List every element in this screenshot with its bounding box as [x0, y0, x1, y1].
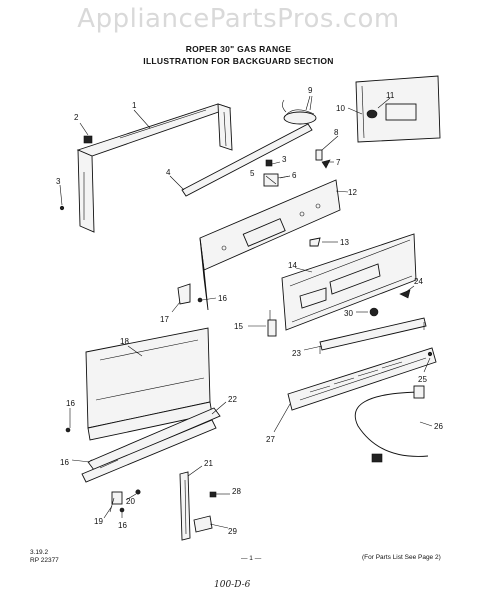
part-17-bracket — [177, 283, 191, 305]
part-30-knob — [369, 307, 379, 317]
callout-16d: 16 — [118, 521, 127, 530]
callout-22: 22 — [228, 395, 237, 404]
callout-24: 24 — [414, 277, 423, 286]
diagram-subtitle: ILLUSTRATION FOR BACKGUARD SECTION — [143, 56, 334, 66]
callout-11: 11 — [386, 91, 395, 100]
footer-code-line2: RP 22377 — [30, 557, 59, 564]
callout-18: 18 — [120, 337, 129, 346]
callout-28: 28 — [232, 487, 241, 496]
part-22-bottom-rail — [81, 407, 221, 483]
part-27-vent-trim — [287, 347, 437, 411]
part-23-handle — [319, 317, 427, 354]
part-14-control-panel — [281, 233, 417, 331]
callout-3: 3 — [56, 177, 61, 186]
part-9-ballast — [282, 95, 317, 125]
part-11-knob — [366, 109, 378, 119]
callout-7: 7 — [336, 158, 341, 167]
part-4-tube — [169, 123, 313, 197]
part-26-cord — [354, 385, 429, 463]
part-24-clip — [399, 289, 411, 299]
footer-parts-list-note: (For Parts List See Page 2) — [362, 554, 441, 561]
part-12-backguard-panel — [199, 179, 341, 311]
callout-25: 25 — [418, 375, 427, 384]
callout-13: 13 — [340, 238, 349, 247]
part-6-socket — [263, 173, 291, 187]
part-3-screw — [59, 184, 65, 211]
callout-19: 19 — [94, 517, 103, 526]
callout-2: 2 — [74, 113, 79, 122]
callout-27: 27 — [266, 435, 275, 444]
part-2-clip — [79, 122, 93, 144]
callout-10: 10 — [336, 104, 345, 113]
part-25-screw — [427, 351, 433, 357]
part-7-clip — [321, 159, 331, 169]
callout-23: 23 — [292, 349, 301, 358]
leader-lines — [69, 95, 433, 529]
handwritten-note: 100-D-6 — [214, 580, 251, 590]
part-21-strip — [179, 471, 191, 541]
callout-6: 6 — [292, 171, 297, 180]
part-15-switch — [267, 310, 277, 337]
footer-page-marker: — 1 — — [241, 555, 262, 562]
callout-21: 21 — [204, 459, 213, 468]
part-10-clock-panel — [355, 75, 441, 143]
callout-12: 12 — [348, 188, 357, 197]
part-13-bracket — [309, 237, 321, 247]
callout-4: 4 — [166, 168, 171, 177]
part-8-holder — [315, 149, 323, 161]
footer-code-line1: 3.19.2 — [30, 549, 49, 556]
callout-14: 14 — [288, 261, 297, 270]
part-19-bracket — [109, 491, 123, 513]
callout-8: 8 — [334, 128, 339, 137]
diagram-title: ROPER 30" GAS RANGE — [185, 44, 292, 54]
callout-5: 5 — [250, 169, 255, 178]
part-28-clip — [209, 491, 217, 498]
callout-29: 29 — [228, 527, 237, 536]
callout-3b: 3 — [282, 155, 287, 164]
callout-20: 20 — [126, 497, 135, 506]
watermark: AppliancePartsPros.com — [77, 4, 400, 34]
callout-16b: 16 — [66, 399, 75, 408]
callout-16a: 16 — [218, 294, 227, 303]
callout-15: 15 — [234, 322, 243, 331]
part-5-starter — [265, 159, 273, 167]
callout-26: 26 — [434, 422, 443, 431]
part-29-bracket — [193, 515, 213, 533]
part-18-rear-panel — [85, 327, 213, 441]
callout-17: 17 — [160, 315, 169, 324]
callout-16c: 16 — [60, 458, 69, 467]
callout-30: 30 — [344, 309, 353, 318]
callout-9: 9 — [308, 86, 313, 95]
part-1-bracket — [76, 103, 233, 233]
callout-1: 1 — [132, 101, 137, 110]
part-20-spring — [135, 489, 141, 495]
